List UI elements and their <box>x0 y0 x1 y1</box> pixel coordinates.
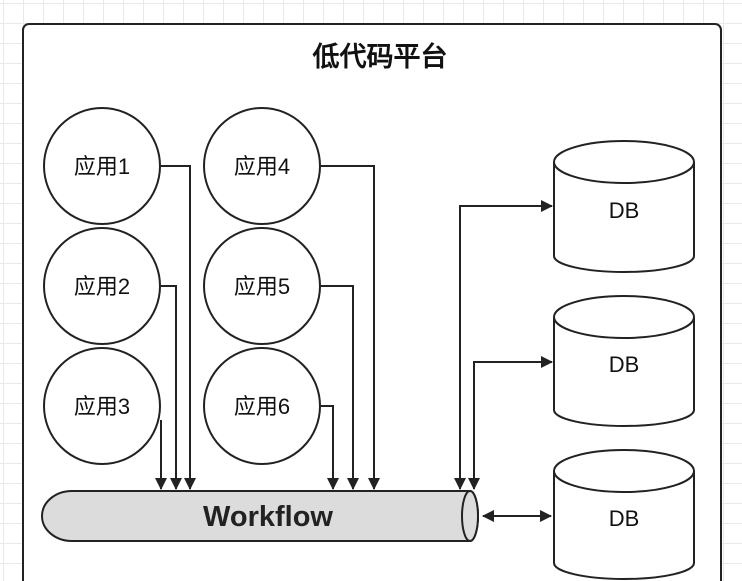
db-label: DB <box>609 506 640 531</box>
connector-app5-workflow <box>321 285 359 490</box>
connector-app4-workflow <box>321 165 380 490</box>
app-node-label: 应用3 <box>74 394 130 419</box>
db-node-1[interactable]: DB <box>553 140 695 273</box>
db-node-3[interactable]: DB <box>553 449 695 580</box>
app-node-label: 应用1 <box>74 154 130 179</box>
app-node-5[interactable]: 应用5 <box>203 227 321 345</box>
app-node-label: 应用4 <box>234 154 290 179</box>
db-label: DB <box>609 198 640 223</box>
db-connectors <box>454 200 553 522</box>
app-node-label: 应用6 <box>234 394 290 419</box>
workflow-label: Workflow <box>203 501 333 533</box>
connector-workflow-db2 <box>468 356 553 490</box>
platform-title: 低代码平台 <box>312 41 448 72</box>
db-node-2[interactable]: DB <box>553 295 695 427</box>
app-node-3[interactable]: 应用3 <box>43 347 161 465</box>
app-node-1[interactable]: 应用1 <box>43 107 161 225</box>
app-node-2[interactable]: 应用2 <box>43 227 161 345</box>
connector-workflow-db1 <box>454 200 553 490</box>
app-node-label: 应用5 <box>234 274 290 299</box>
app-connectors <box>155 165 380 490</box>
app-node-6[interactable]: 应用6 <box>203 347 321 465</box>
connector-app6-workflow <box>321 405 339 490</box>
app-node-4[interactable]: 应用4 <box>203 107 321 225</box>
db-label: DB <box>609 352 640 377</box>
app-node-label: 应用2 <box>74 274 130 299</box>
workflow-pipe[interactable]: Workflow <box>41 490 479 542</box>
connector-app1-workflow <box>161 165 196 490</box>
connector-app2-workflow <box>161 285 182 490</box>
